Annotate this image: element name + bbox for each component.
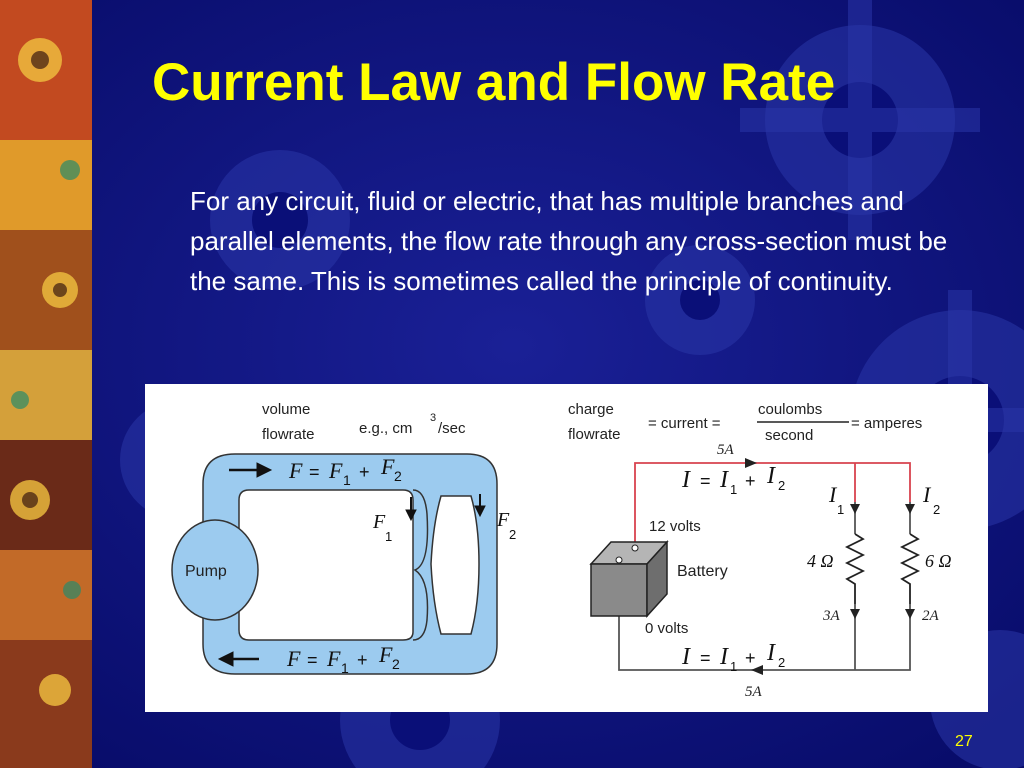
decorative-side-strip xyxy=(0,0,92,768)
fluid-pipe-inner xyxy=(238,489,414,641)
fluid-bottom-F2: F xyxy=(378,642,393,667)
fluid-top-eq: = xyxy=(309,462,320,482)
branch-F2: F xyxy=(496,509,510,531)
current-arrows xyxy=(745,458,915,675)
i1-value: 3A xyxy=(822,608,841,624)
bottom-I: I xyxy=(681,644,691,670)
bottom-sub2: 2 xyxy=(778,655,785,670)
continuity-figure: volume flowrate e.g., cm 3 /sec Pump xyxy=(145,384,988,712)
fluid-bottom-F: F xyxy=(286,646,301,671)
volume-label: volume xyxy=(262,401,310,418)
bottom-current-value: 5A xyxy=(745,684,763,700)
volts-low-label: 0 volts xyxy=(645,620,688,637)
fluid-top-plus: + xyxy=(359,462,370,482)
pump-label: Pump xyxy=(185,563,227,580)
bottom-I1: I xyxy=(719,644,729,670)
top-I: I xyxy=(681,467,691,493)
top-sub1: 1 xyxy=(730,482,737,497)
bottom-I2: I xyxy=(766,640,776,666)
fluid-bottom-eq: = xyxy=(307,650,318,670)
fluid-bottom-sub2: 2 xyxy=(392,656,400,672)
fluid-branch-middle xyxy=(430,495,480,635)
branch-sub2: 2 xyxy=(509,527,516,542)
units-superscript: 3 xyxy=(430,412,436,424)
slide-title: Current Law and Flow Rate xyxy=(152,53,836,112)
units-label: e.g., cm xyxy=(359,420,412,437)
top-I2: I xyxy=(766,463,776,489)
fluid-bottom-F1: F xyxy=(326,646,341,671)
units-suffix: /sec xyxy=(438,420,466,437)
branch-I2-sub: 2 xyxy=(933,502,940,517)
eq-amperes-label: = amperes xyxy=(851,415,922,432)
fluid-top-F: F xyxy=(288,458,303,483)
eq-current-label: = current = xyxy=(648,415,721,432)
fluid-top-sub1: 1 xyxy=(343,472,351,488)
volts-high-label: 12 volts xyxy=(649,518,701,535)
fluid-flowrate-label: flowrate xyxy=(262,426,315,443)
fluid-bottom-sub1: 1 xyxy=(341,660,349,676)
bottom-eq: = xyxy=(700,648,711,668)
branch-I1: I xyxy=(828,482,838,507)
fluid-top-F1: F xyxy=(328,458,343,483)
battery-label: Battery xyxy=(677,563,728,580)
battery-icon xyxy=(589,540,669,618)
branch-F1: F xyxy=(372,511,386,533)
fluid-branch-1 xyxy=(412,489,429,641)
resistor-6ohm-label: 6 Ω xyxy=(925,551,952,571)
slide-body-text: For any circuit, fluid or electric, that… xyxy=(190,186,948,296)
bottom-plus: + xyxy=(745,648,756,668)
resistor-4ohm-label: 4 Ω xyxy=(807,551,834,571)
figure-canvas: volume flowrate e.g., cm 3 /sec Pump xyxy=(171,401,952,700)
coulombs-label: coulombs xyxy=(758,401,822,418)
electric-flowrate-label: flowrate xyxy=(568,426,621,443)
top-sub2: 2 xyxy=(778,478,785,493)
second-label: second xyxy=(765,427,813,444)
top-plus: + xyxy=(745,471,756,491)
resistor-4ohm xyxy=(844,533,866,604)
flow-arrows xyxy=(217,462,486,667)
fluid-top-sub2: 2 xyxy=(394,468,402,484)
top-I1: I xyxy=(719,467,729,493)
fluid-bottom-plus: + xyxy=(357,650,368,670)
page-number: 27 xyxy=(955,733,973,750)
branch-I1-sub: 1 xyxy=(837,502,844,517)
top-current-value: 5A xyxy=(717,442,735,458)
branch-I2: I xyxy=(922,482,932,507)
fluid-top-F2: F xyxy=(380,454,395,479)
fluid-circuit-diagram: volume flowrate e.g., cm 3 /sec Pump xyxy=(171,401,516,676)
top-eq: = xyxy=(700,471,711,491)
i2-value: 2A xyxy=(922,608,940,624)
electric-circuit-diagram: charge flowrate = current = coulombs sec… xyxy=(568,401,952,700)
pump-body xyxy=(171,519,259,621)
branch-sub1: 1 xyxy=(385,529,392,544)
resistor-6ohm xyxy=(899,533,921,604)
bottom-sub1: 1 xyxy=(730,659,737,674)
charge-label: charge xyxy=(568,401,614,418)
